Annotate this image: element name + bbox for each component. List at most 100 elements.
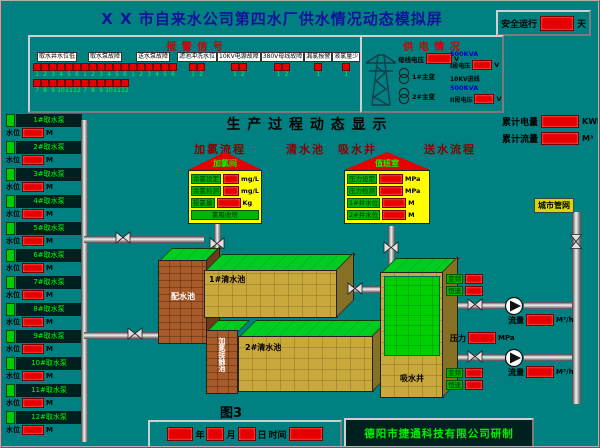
alarm-indicator-number: 9	[51, 87, 55, 94]
safe-run-label: 安全运行	[501, 19, 538, 30]
company-name: 德阳市捷通科技有限公司研制	[364, 427, 514, 440]
alarm-indicator	[145, 63, 153, 71]
suction-well: 吸水井	[380, 256, 460, 398]
flow-meter-2: 流量 M³/h	[508, 366, 574, 378]
alarm-indicator	[81, 63, 89, 71]
alarm-indicator	[189, 63, 197, 71]
display-unit: MPa	[405, 187, 421, 195]
alarm-indicator	[89, 79, 97, 87]
level-label: 水位	[6, 183, 20, 191]
alarm-indicator	[57, 79, 65, 87]
level-unit: M	[46, 183, 53, 191]
pipe-to-distribution-tank	[84, 236, 204, 243]
level-display	[22, 209, 44, 219]
mode-row: 变频	[446, 368, 483, 378]
transformer-2-row: 2#主变	[398, 87, 435, 105]
month-display	[206, 427, 225, 441]
alarm-indicator-number: 2	[43, 71, 47, 78]
valve-icon	[569, 234, 583, 249]
alarm-indicator-number: 6	[75, 71, 79, 78]
bus-voltage-label: 母线电压	[398, 55, 424, 64]
section-1-unit: V	[494, 61, 500, 69]
section-2-voltage-row: II段电压 V	[450, 94, 502, 104]
alarm-indicator	[49, 63, 57, 71]
alarm-indicator-number: 5	[115, 71, 119, 78]
total-flow-unit: M³	[582, 134, 594, 143]
level-label: 水位	[6, 372, 20, 380]
transmission-tower-icon	[365, 54, 397, 106]
pump-icon	[6, 303, 15, 316]
transformer-1-row: 1#主变	[398, 67, 435, 85]
alarm-indicator	[137, 63, 145, 71]
power-panel-title: 供 电 情 况	[403, 42, 461, 53]
level-unit: M	[46, 237, 53, 245]
pump-icon	[6, 276, 15, 289]
safe-run-unit: 天	[577, 19, 587, 30]
alarm-indicator-number: 1	[191, 71, 195, 78]
duty-house-name: 值班室	[375, 159, 399, 168]
alarm-indicator-number: 8	[91, 87, 95, 94]
display-label: 余氯设定	[191, 174, 221, 184]
total-flow-display	[541, 132, 580, 145]
stage-clear-pool: 清水池	[286, 143, 325, 156]
alarm-indicator-number: 11	[113, 87, 121, 94]
alarm-indicator	[230, 63, 239, 71]
section-2-display	[474, 94, 495, 104]
alarm-group-label: 取水井水位低	[36, 52, 77, 62]
tank-front: 加氯接触池	[206, 330, 238, 394]
alarm-indicator-number: 8	[43, 87, 47, 94]
pump-icon	[6, 249, 15, 262]
screen-title: X X 市自来水公司第四水厂供水情况动态模拟屏	[101, 10, 443, 28]
section-2-unit: V	[496, 95, 502, 103]
alarm-indicator	[197, 63, 205, 71]
valve-icon	[347, 282, 363, 295]
alarm-indicator	[57, 63, 65, 71]
alarm-indicator-number: 1	[232, 71, 237, 78]
house-bottom-label: 氯吸收塔	[191, 210, 259, 220]
alarm-indicator-number: 1	[83, 71, 87, 78]
mode-vfd-label: 变频	[446, 368, 463, 378]
alarm-indicator	[65, 79, 73, 87]
year-display	[167, 427, 194, 441]
alarm-indicator	[282, 63, 291, 71]
alarm-indicator-number: 5	[67, 71, 71, 78]
display-label: 余氯检测	[191, 186, 221, 196]
alarm-indicator-number: 12	[73, 87, 81, 94]
clear-water-tank-2: 2#清水池	[238, 318, 392, 392]
flow-meter-1: 流量 M³/h	[508, 314, 574, 326]
alarm-indicator	[113, 63, 121, 71]
display-label: 投氯量	[191, 198, 215, 208]
value-display	[379, 174, 403, 184]
mode-vfd-display	[465, 368, 483, 378]
alarm-indicator-number: 4	[107, 71, 111, 78]
level-display	[22, 425, 44, 435]
display-unit: mg/L	[241, 175, 259, 183]
mode-vfd-display	[465, 274, 483, 284]
alarm-indicator	[81, 79, 89, 87]
pump-icon	[6, 168, 15, 181]
alarm-indicator-number: 11	[65, 87, 73, 94]
pump-name: 11#取水泵	[16, 384, 82, 397]
pump-name: 4#取水泵	[16, 195, 82, 208]
alarm-indicator	[33, 63, 41, 71]
alarm-indicator-number: 2	[284, 71, 289, 78]
alarm-panel-title: 报 警 信 号	[166, 42, 224, 53]
city-network-label: 城市管网	[534, 198, 574, 213]
transformer-name: 1#主变	[412, 73, 435, 81]
section-2-label: II段电压	[450, 96, 473, 104]
value-display	[223, 186, 240, 196]
transformer-2-kva: 500KVA	[450, 84, 479, 92]
pump-name: 7#取水泵	[16, 276, 82, 289]
level-display	[22, 398, 44, 408]
